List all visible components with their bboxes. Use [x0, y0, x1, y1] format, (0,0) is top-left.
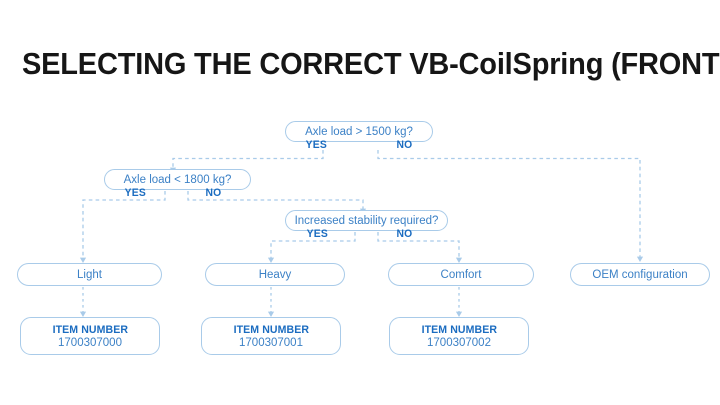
edge-q2-no-to-q3 [187, 191, 367, 215]
item-number-box-light[interactable]: ITEM NUMBER 1700307000 [20, 317, 160, 355]
edge-q1-yes-to-q2 [169, 150, 324, 174]
decision-node-axle-load-1800[interactable]: Axle load < 1800 kg? [104, 169, 251, 190]
item-number-value: 1700307000 [58, 336, 122, 349]
branch-label-q3-no: NO [396, 228, 413, 240]
edge-q3-no-to-comfort [377, 232, 463, 264]
page-title: SELECTING THE CORRECT VB-CoilSpring (FRO… [22, 46, 720, 81]
branch-label-q1-no: NO [396, 139, 413, 151]
item-number-box-comfort[interactable]: ITEM NUMBER 1700307002 [389, 317, 529, 355]
branch-label-q3-yes: YES [306, 228, 328, 240]
item-number-label: ITEM NUMBER [233, 323, 309, 336]
result-node-light[interactable]: Light [17, 263, 162, 286]
decision-node-axle-load-1500[interactable]: Axle load > 1500 kg? [285, 121, 433, 142]
result-node-comfort[interactable]: Comfort [388, 263, 534, 286]
item-number-value: 1700307001 [239, 336, 303, 349]
edge-q3-yes-to-heavy [267, 232, 356, 264]
branch-label-q2-yes: YES [124, 187, 146, 199]
item-number-box-heavy[interactable]: ITEM NUMBER 1700307001 [201, 317, 341, 355]
branch-label-q1-yes: YES [305, 139, 327, 151]
result-node-oem-configuration[interactable]: OEM configuration [570, 263, 710, 286]
decision-node-increased-stability[interactable]: Increased stability required? [285, 210, 448, 231]
item-number-label: ITEM NUMBER [52, 323, 128, 336]
edge-q2-yes-to-light [79, 191, 166, 264]
branch-label-q2-no: NO [205, 187, 222, 199]
result-node-heavy[interactable]: Heavy [205, 263, 345, 286]
edge-q1-no-to-oem [377, 150, 644, 263]
item-number-label: ITEM NUMBER [421, 323, 497, 336]
item-number-value: 1700307002 [427, 336, 491, 349]
